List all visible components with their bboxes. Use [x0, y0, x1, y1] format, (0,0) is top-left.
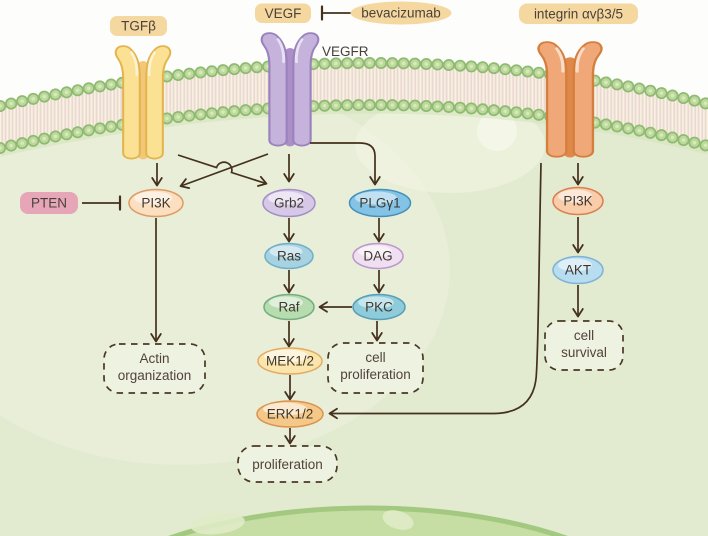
vegf-badge: VEGF — [255, 3, 311, 23]
node-mek12: MEK1/2 — [257, 347, 323, 375]
lipid-head-row-outer-fill — [0, 58, 708, 111]
actin-line2: organization — [118, 368, 192, 383]
plasma-membrane — [0, 57, 708, 157]
cell-proliferation-line2: proliferation — [340, 367, 411, 382]
outcome-proliferation: proliferation — [237, 445, 338, 483]
edge-tgfb-to-grb2 — [177, 154, 268, 187]
ras-label: Ras — [277, 249, 301, 264]
outcome-cell-proliferation: cell proliferation — [327, 342, 424, 394]
akt-label: AKT — [565, 263, 591, 278]
erk12-label: ERK1/2 — [267, 407, 314, 422]
tgfb-badge: TGFβ — [110, 16, 167, 36]
node-plgy1: PLGγ1 — [348, 188, 412, 218]
dag-label: DAG — [363, 249, 392, 264]
node-raf: Raf — [263, 293, 315, 321]
node-pkc: PKC — [352, 293, 406, 321]
bottom-cell — [168, 505, 568, 536]
node-erk12: ERK1/2 — [256, 400, 324, 428]
vegfr-label: VEGFR — [322, 44, 369, 59]
pi3k-right-label: PI3K — [563, 194, 592, 209]
pkc-label: PKC — [365, 300, 393, 315]
tgfb-label: TGFβ — [121, 19, 156, 34]
cell-survival-line1: cell — [574, 328, 594, 343]
outcome-cell-survival: cell survival — [544, 320, 624, 371]
proliferation-label: proliferation — [252, 457, 323, 472]
actin-line1: Actin — [139, 351, 169, 366]
edge-vegfr-to-pi3k — [179, 153, 269, 189]
pi3k-left-label: PI3K — [141, 196, 170, 211]
cell-proliferation-line1: cell — [365, 350, 385, 365]
node-pi3k-left: PI3K — [128, 188, 184, 218]
integrin-receptor — [536, 40, 604, 159]
node-ras: Ras — [264, 242, 314, 270]
bottom-cell-highlight — [191, 513, 245, 535]
integrin-badge: integrin αvβ3/5 — [519, 3, 638, 24]
interior-highlight — [477, 111, 517, 151]
signal-edges — [82, 5, 584, 445]
integrin-label: integrin αvβ3/5 — [534, 7, 623, 22]
vegf-label: VEGF — [265, 6, 302, 21]
node-pi3k-right: PI3K — [552, 186, 604, 216]
plgy1-label: PLGγ1 — [359, 196, 400, 211]
bottom-cell-highlight — [382, 510, 414, 530]
tgfb-receptor — [114, 44, 172, 161]
node-grb2: Grb2 — [262, 188, 316, 218]
node-dag: DAG — [352, 242, 404, 270]
lipid-bilayer-tails — [0, 62, 708, 148]
lipid-head-row-inner-fill — [0, 100, 708, 153]
raf-label: Raf — [278, 300, 299, 315]
grb2-label: Grb2 — [274, 196, 304, 211]
mek12-label: MEK1/2 — [266, 354, 314, 369]
cell-survival-line2: survival — [561, 345, 607, 360]
vegfr-receptor — [260, 31, 320, 148]
pten-badge: PTEN — [20, 192, 78, 214]
bevacizumab-badge: bevacizumab — [350, 1, 452, 25]
bevacizumab-label: bevacizumab — [361, 6, 441, 21]
pten-label: PTEN — [31, 196, 67, 211]
node-akt: AKT — [552, 255, 604, 285]
edge-integrin-to-erk — [328, 162, 542, 420]
edge-vegfr-to-plgy1 — [310, 142, 381, 186]
outcome-actin-organization: Actin organization — [103, 343, 206, 394]
